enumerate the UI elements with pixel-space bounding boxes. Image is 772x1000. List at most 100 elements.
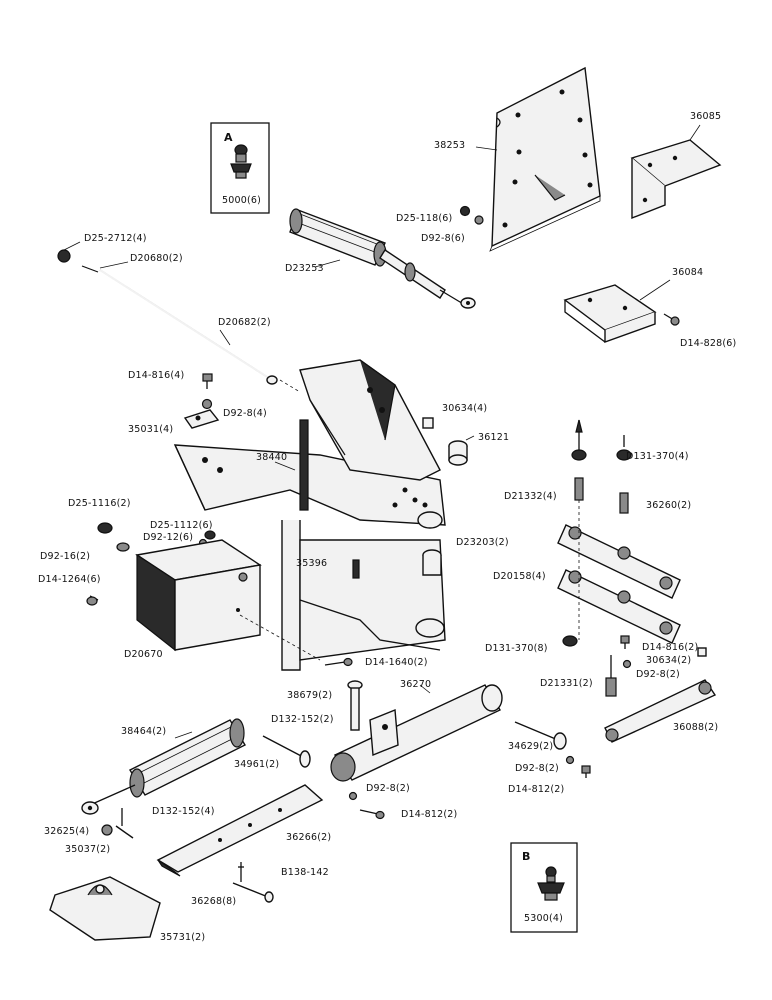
label-d20680: D20680(2) <box>130 253 183 264</box>
label-d25-1112: D25-1112(6) <box>150 520 213 531</box>
inset-a: A 5000(6) <box>210 122 270 214</box>
label-d21332: D21332(4) <box>504 491 557 502</box>
spacer-36121-icon <box>448 440 468 466</box>
label-b138-142: B138-142 <box>281 867 329 878</box>
bushing-30634-2-icon <box>697 647 707 657</box>
clip-35031-icon <box>183 409 220 429</box>
link-d20158-upper <box>557 524 681 599</box>
label-d92-8-2b: D92-8(2) <box>515 763 559 774</box>
label-d131-370-4: D131-370(4) <box>626 451 689 462</box>
label-34629: 34629(2) <box>508 741 553 752</box>
washer-d92-8-2a-icon <box>622 659 632 669</box>
pin-38679-icon <box>347 680 363 731</box>
bolt-d14-1264-icon <box>86 595 99 606</box>
pad-35731 <box>49 876 161 941</box>
label-38464: 38464(2) <box>121 726 166 737</box>
label-d14-816-4: D14-816(4) <box>128 370 184 381</box>
inset-a-letter: A <box>224 131 233 144</box>
label-35731: 35731(2) <box>160 932 205 943</box>
washer-d92-8-4-icon <box>201 398 213 410</box>
washer-32625-icon <box>101 824 113 836</box>
bolt-d14-816-2-icon <box>620 635 630 649</box>
link-36088 <box>604 679 717 743</box>
channel-36266 <box>156 784 324 877</box>
label-32625: 32625(4) <box>44 826 89 837</box>
label-35037: 35037(2) <box>65 844 110 855</box>
inset-a-part: 5000(6) <box>222 195 261 206</box>
label-d131-370-8: D131-370(8) <box>485 643 548 654</box>
label-d92-8-2c: D92-8(2) <box>366 783 410 794</box>
label-36085: 36085 <box>690 111 721 122</box>
label-36088: 36088(2) <box>673 722 718 733</box>
spacer-d23203-icon <box>422 549 442 576</box>
pin-35037-icon <box>115 825 134 839</box>
nut-d131-370-8-icon <box>562 635 578 647</box>
bolt-d14-812-b-icon <box>359 809 385 820</box>
label-35031: 35031(4) <box>128 424 173 435</box>
bolt-d14-812-a-icon <box>581 765 591 778</box>
label-30634-2: 30634(2) <box>646 655 691 666</box>
inset-b-letter: B <box>522 850 530 863</box>
label-38679: 38679(2) <box>287 690 332 701</box>
label-d92-8-4: D92-8(4) <box>223 408 267 419</box>
cylinder-38464 <box>81 718 246 815</box>
grease-fitting-a-icon <box>230 144 252 179</box>
label-d14-812-b: D14-812(2) <box>401 809 457 820</box>
label-36266: 36266(2) <box>286 832 331 843</box>
label-d132-152-2: D132-152(2) <box>271 714 334 725</box>
box-d20670 <box>135 539 262 652</box>
washer-d92-16-icon <box>116 542 130 552</box>
label-d20670: D20670 <box>124 649 163 660</box>
label-36260: 36260(2) <box>646 500 691 511</box>
bolt-d14-816-icon <box>202 373 213 389</box>
bolt-d14-828-icon <box>663 313 680 326</box>
label-d92-8-2a: D92-8(2) <box>636 669 680 680</box>
nut-d25-2712-icon <box>57 249 71 263</box>
label-d25-2712: D25-2712(4) <box>84 233 147 244</box>
tube-36270 <box>330 684 503 782</box>
washer-d92-8-icon <box>474 215 484 225</box>
inset-b-part: 5300(4) <box>524 913 563 924</box>
pin-34629-icon <box>514 721 567 750</box>
label-d132-152-4: D132-152(4) <box>152 806 215 817</box>
fitting-b138-142-icon <box>238 862 244 882</box>
washer-d92-8-2b-icon <box>565 755 575 765</box>
label-d14-816-2: D14-816(2) <box>642 642 698 653</box>
plate-38253 <box>489 66 601 252</box>
label-d21331: D21331(2) <box>540 678 593 689</box>
frame-38440 <box>173 359 446 671</box>
label-d20682: D20682(2) <box>218 317 271 328</box>
pin-36268-icon <box>232 882 274 903</box>
label-d23203: D23203(2) <box>456 537 509 548</box>
label-36270: 36270 <box>400 679 431 690</box>
label-36121: 36121 <box>478 432 509 443</box>
grease-fitting-b-icon <box>537 866 565 901</box>
bolt-d14-1640-icon <box>324 657 353 667</box>
label-d14-1640: D14-1640(2) <box>365 657 428 668</box>
pin-35396-icon <box>352 559 360 579</box>
stud-36260-icon <box>616 435 632 514</box>
washer-d92-8-2c-icon <box>348 791 358 801</box>
label-d20158: D20158(4) <box>493 571 546 582</box>
label-d14-828: D14-828(6) <box>680 338 736 349</box>
cylinder-d23253 <box>289 208 476 309</box>
label-36268: 36268(8) <box>191 896 236 907</box>
label-30634-4: 30634(4) <box>442 403 487 414</box>
label-38440: 38440 <box>256 452 287 463</box>
label-d23253: D23253 <box>285 263 324 274</box>
label-d14-812-a: D14-812(2) <box>508 784 564 795</box>
label-34961: 34961(2) <box>234 759 279 770</box>
bracket-36085 <box>630 124 722 220</box>
nut-d25-118-icon <box>459 205 471 217</box>
label-d92-8-6: D92-8(6) <box>421 233 465 244</box>
bushing-30634-icon <box>422 417 434 429</box>
nut-d25-1116-icon <box>97 522 113 534</box>
nut-d25-1112-icon <box>204 530 216 540</box>
label-36084: 36084 <box>672 267 703 278</box>
pin-34961-icon <box>262 735 311 768</box>
inset-b: B 5300(4) <box>510 842 578 933</box>
label-38253: 38253 <box>434 140 465 151</box>
link-d20158-lower <box>557 569 681 644</box>
label-d25-1116: D25-1116(2) <box>68 498 131 509</box>
